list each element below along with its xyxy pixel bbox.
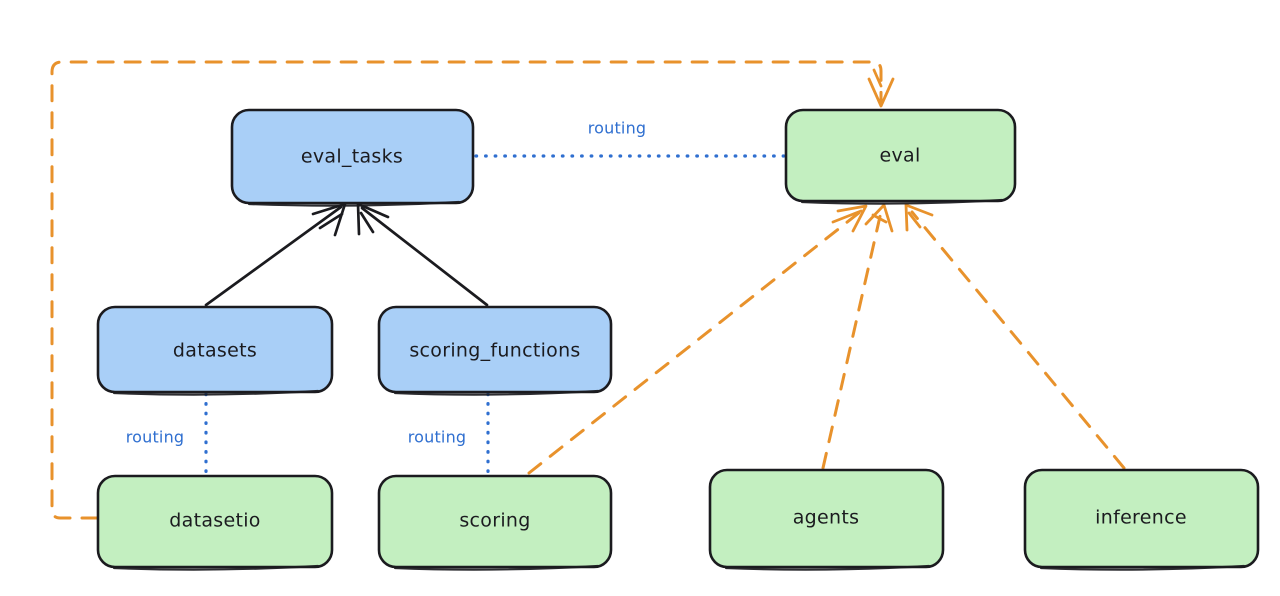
node-inference-shape[interactable]: [1023, 468, 1260, 569]
node-eval-tasks-sketch-stroke: [247, 200, 461, 207]
node-inference[interactable]: inference: [1023, 468, 1260, 571]
node-eval-shape[interactable]: [784, 108, 1017, 203]
node-datasets[interactable]: datasets: [96, 305, 334, 396]
edge-agents-eval: [821, 203, 894, 470]
node-datasets-shape[interactable]: [96, 305, 334, 394]
node-scoring-shape[interactable]: [377, 474, 613, 569]
arrowhead-eval-top-inner: [872, 68, 883, 88]
arrowhead-scoringfn-eval-tasks-inner: [359, 211, 375, 234]
node-eval-sketch-stroke: [800, 198, 1004, 205]
edge-scoring-functions-scoring: routing: [408, 392, 490, 476]
edge-datasetio-eval: [50, 60, 895, 520]
edge-datasetio-eval-line: [50, 60, 883, 520]
node-agents[interactable]: agents: [708, 468, 945, 571]
arrowhead-eval-top: [867, 77, 895, 108]
node-datasets-sketch-stroke: [112, 389, 320, 396]
edge-label-routing-eval: routing: [588, 119, 647, 138]
node-inference-sketch-stroke: [1039, 564, 1246, 571]
edge-datasets-eval-tasks-line: [204, 205, 343, 307]
edge-label-routing-scoring: routing: [408, 428, 467, 447]
arrowhead-agents-eval: [864, 203, 894, 233]
edge-label-routing-datasetio: routing: [126, 428, 185, 447]
node-scoring-functions-sketch-stroke: [393, 389, 600, 396]
edge-datasets-datasetio: routing: [126, 392, 208, 476]
node-datasetio[interactable]: datasetio: [96, 474, 334, 571]
node-scoring-sketch-stroke: [393, 564, 600, 571]
edge-scoring-functions-eval-tasks-line: [360, 206, 489, 307]
node-datasetio-sketch-stroke: [112, 564, 320, 571]
arrowhead-datasets-eval-tasks-inner: [318, 212, 344, 230]
edge-eval-tasks-eval: routing: [474, 119, 786, 158]
edge-inference-eval-line: [910, 210, 1126, 470]
node-scoring-functions-shape[interactable]: [377, 305, 613, 394]
arrowhead-agents-eval-inner: [871, 213, 888, 224]
edge-scoring-eval-line: [527, 210, 862, 475]
node-datasetio-shape[interactable]: [96, 474, 334, 569]
node-eval-tasks-shape[interactable]: [230, 108, 475, 205]
node-eval-tasks[interactable]: eval_tasks: [230, 108, 475, 207]
arrowhead-scoring-eval: [836, 204, 868, 233]
node-agents-sketch-stroke: [724, 564, 931, 571]
arrowhead-scoring-eval-inner: [831, 209, 863, 224]
node-eval[interactable]: eval: [784, 108, 1017, 205]
edge-scoring-functions-eval-tasks: [356, 202, 489, 307]
edge-scoring-eval: [527, 204, 868, 475]
node-scoring-functions[interactable]: scoring_functions: [377, 305, 613, 396]
edge-inference-eval: [904, 203, 1126, 470]
arrowhead-inference-eval-inner: [907, 211, 922, 229]
edge-datasets-eval-tasks: [204, 202, 347, 307]
node-agents-shape[interactable]: [708, 468, 945, 569]
edge-agents-eval-line: [821, 210, 883, 470]
arrowhead-inference-eval: [904, 203, 934, 232]
node-scoring[interactable]: scoring: [377, 474, 613, 571]
